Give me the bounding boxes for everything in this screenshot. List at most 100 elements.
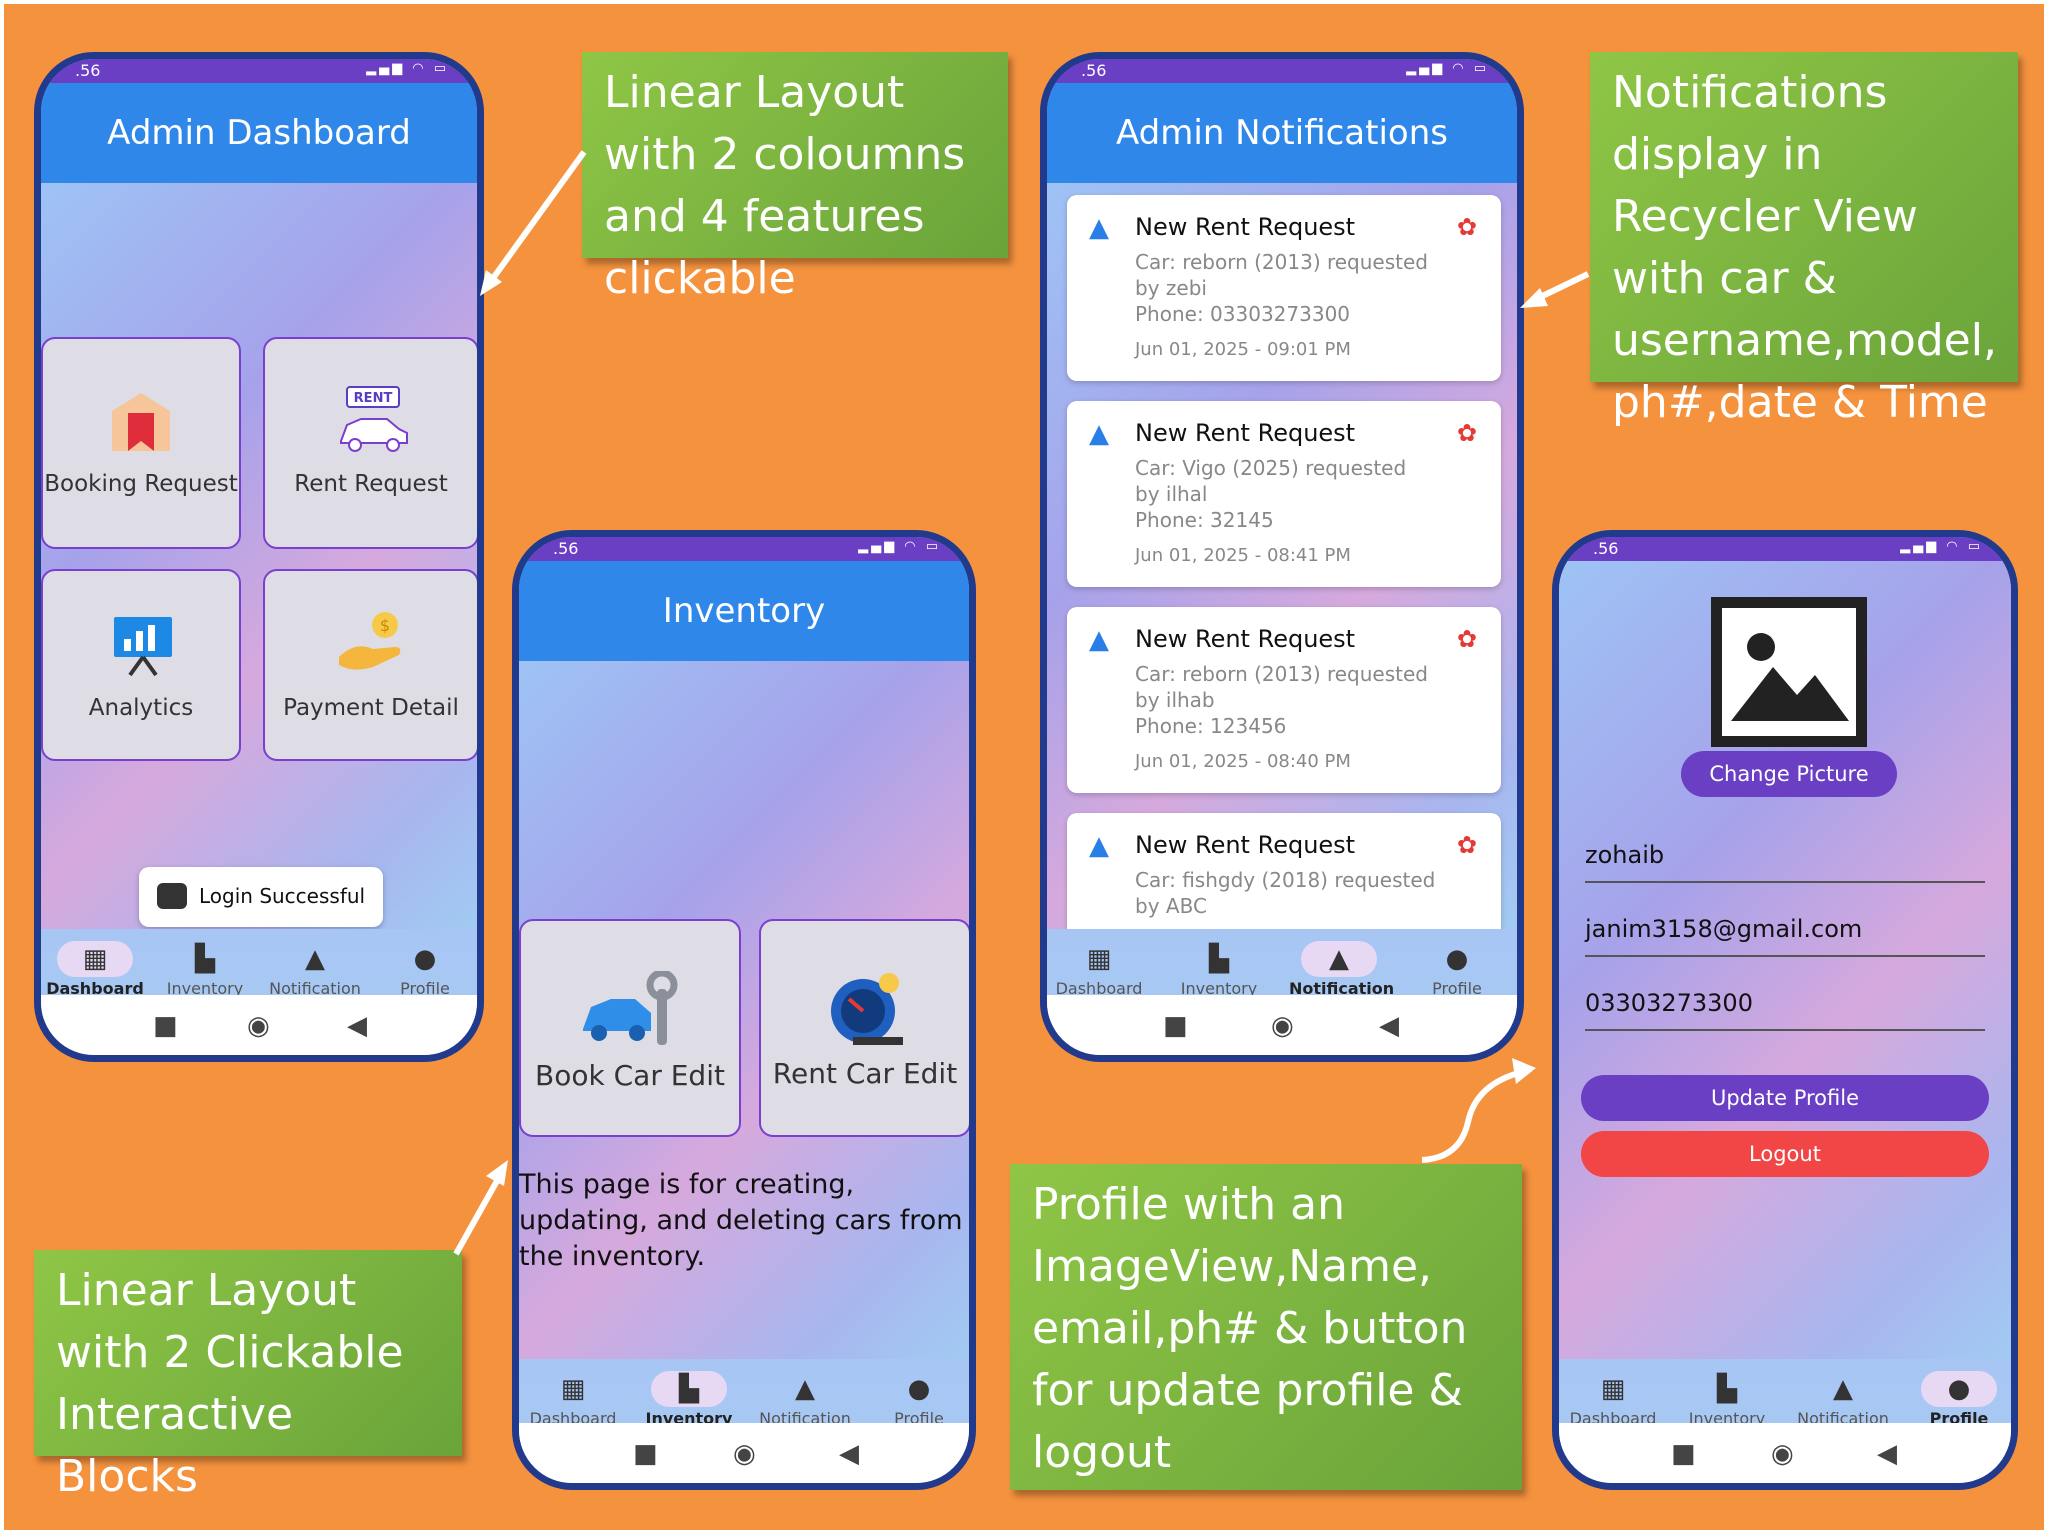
payment-icon: $	[339, 612, 401, 670]
home-button[interactable]: ◉	[733, 1439, 756, 1469]
back-button[interactable]: ◀	[1877, 1439, 1897, 1469]
nav-profile[interactable]: ●Profile	[869, 1371, 969, 1428]
tile-rent-car-edit[interactable]: Rent Car Edit	[759, 919, 969, 1137]
nav-profile[interactable]: ●Profile	[1909, 1371, 2009, 1428]
notification-car: Car: Vigo (2025) requested	[1135, 456, 1407, 480]
notification-date: Jun 01, 2025 - 09:01 PM	[1135, 339, 1351, 360]
rent-car-icon: RENT	[340, 386, 408, 452]
back-button[interactable]: ◀	[1379, 1011, 1399, 1041]
status-time: .56	[553, 539, 579, 558]
status-icons: ▂▄▆ ◠ ▭	[1900, 539, 1983, 554]
tile-booking-request[interactable]: Booking Request	[41, 337, 241, 549]
system-navigation: ■ ◉ ◀	[519, 1423, 969, 1483]
notification-card[interactable]: ▲ ✿ New Rent Request Car: Vigo (2025) re…	[1067, 401, 1501, 587]
nav-profile[interactable]: ●Profile	[1407, 941, 1507, 998]
recents-button[interactable]: ■	[1671, 1439, 1696, 1469]
notification-title: New Rent Request	[1135, 419, 1356, 447]
bookmark-icon	[112, 393, 170, 451]
phone-notifications: .56 ▂▄▆ ◠ ▭ Admin Notifications ▲ ✿ New …	[1040, 52, 1524, 1062]
status-time: .56	[75, 61, 101, 80]
notification-card[interactable]: ▲ ✿ New Rent Request Car: reborn (2013) …	[1067, 195, 1501, 381]
nav-inventory[interactable]: ▙Inventory	[155, 941, 255, 998]
bell-icon: ▲	[1301, 941, 1377, 977]
arrow-annotation-profile	[1421, 1058, 1536, 1163]
tile-payment-detail[interactable]: $ Payment Detail	[263, 569, 477, 761]
tile-label: Analytics	[88, 695, 194, 721]
recents-button[interactable]: ■	[1163, 1011, 1188, 1041]
home-button[interactable]: ◉	[247, 1011, 270, 1041]
nav-dashboard[interactable]: ▦Dashboard	[45, 941, 145, 998]
email-field[interactable]: janim3158@gmail.com	[1585, 909, 1985, 957]
svg-text:$: $	[380, 616, 390, 635]
notification-user: by ilhal	[1135, 482, 1208, 506]
gear-icon[interactable]: ✿	[1456, 213, 1477, 241]
home-button[interactable]: ◉	[1771, 1439, 1794, 1469]
recents-button[interactable]: ■	[153, 1011, 178, 1041]
content-background	[41, 183, 477, 929]
analytics-icon	[114, 617, 172, 677]
cart-icon: ▙	[651, 1371, 727, 1407]
nav-notification[interactable]: ▲Notification	[1289, 941, 1394, 998]
tile-label: Book Car Edit	[535, 1059, 725, 1092]
status-bar: .56 ▂▄▆ ◠ ▭	[519, 537, 969, 561]
profile-image-icon	[1711, 597, 1867, 747]
cart-icon: ▙	[1209, 944, 1229, 974]
system-navigation: ■ ◉ ◀	[1047, 995, 1517, 1055]
nav-notification[interactable]: ▲Notification	[1793, 1371, 1893, 1428]
nav-dashboard[interactable]: ▦Dashboard	[1049, 941, 1149, 998]
change-picture-button[interactable]: Change Picture	[1681, 751, 1897, 797]
name-field[interactable]: zohaib	[1585, 835, 1985, 883]
dashboard-icon: ▦	[1086, 944, 1112, 974]
tile-book-car-edit[interactable]: Book Car Edit	[519, 919, 741, 1137]
nav-dashboard[interactable]: ▦Dashboard	[1563, 1371, 1663, 1428]
recents-button[interactable]: ■	[633, 1439, 658, 1469]
bell-icon: ▲	[305, 944, 325, 974]
car-icon	[157, 883, 187, 909]
notification-car: Car: reborn (2013) requested	[1135, 662, 1428, 686]
notification-card[interactable]: ▲ ✿ New Rent Request Car: fishgdy (2018)…	[1067, 813, 1501, 929]
status-bar: .56 ▂▄▆ ◠ ▭	[1047, 59, 1517, 83]
gear-icon[interactable]: ✿	[1456, 419, 1477, 447]
back-button[interactable]: ◀	[839, 1439, 859, 1469]
phone-profile: .56 ▂▄▆ ◠ ▭ Change Picture zohaib janim3…	[1552, 530, 2018, 1490]
status-time: .56	[1081, 61, 1107, 80]
notification-title: New Rent Request	[1135, 213, 1356, 241]
back-button[interactable]: ◀	[347, 1011, 367, 1041]
bell-icon: ▲	[795, 1374, 815, 1404]
tile-rent-request[interactable]: RENT Rent Request	[263, 337, 477, 549]
nav-inventory[interactable]: ▙Inventory	[1169, 941, 1269, 998]
bell-icon: ▲	[1089, 831, 1109, 861]
home-button[interactable]: ◉	[1271, 1011, 1294, 1041]
bell-icon: ▲	[1089, 625, 1109, 655]
cart-icon: ▙	[1717, 1374, 1737, 1404]
nav-notification[interactable]: ▲Notification	[755, 1371, 855, 1428]
notification-phone: Phone: 32145	[1135, 508, 1274, 532]
gear-icon[interactable]: ✿	[1456, 831, 1477, 859]
nav-notification[interactable]: ▲Notification	[265, 941, 365, 998]
person-icon: ●	[1921, 1371, 1997, 1407]
notification-title: New Rent Request	[1135, 625, 1356, 653]
cart-icon: ▙	[195, 944, 215, 974]
phone-field[interactable]: 03303273300	[1585, 983, 1985, 1031]
annotation-notifications: Notifications display in Recycler View w…	[1590, 52, 2018, 428]
notification-details: Car: Vigo (2025) requested by ilhal Phon…	[1135, 455, 1455, 533]
page-title: Admin Notifications	[1047, 83, 1517, 183]
gear-icon[interactable]: ✿	[1456, 625, 1477, 653]
person-icon: ●	[413, 944, 437, 974]
tile-label: Booking Request	[44, 471, 238, 497]
nav-inventory[interactable]: ▙Inventory	[639, 1371, 739, 1428]
notification-user: by ilhab	[1135, 688, 1215, 712]
nav-dashboard[interactable]: ▦Dashboard	[523, 1371, 623, 1428]
notification-phone: Phone: 03303273300	[1135, 302, 1351, 326]
notification-card[interactable]: ▲ ✿ New Rent Request Car: reborn (2013) …	[1067, 607, 1501, 793]
nav-profile[interactable]: ●Profile	[375, 941, 475, 998]
logout-button[interactable]: Logout	[1581, 1131, 1989, 1177]
nav-inventory[interactable]: ▙Inventory	[1677, 1371, 1777, 1428]
dashboard-icon: ▦	[57, 941, 133, 977]
update-profile-button[interactable]: Update Profile	[1581, 1075, 1989, 1121]
car-wrench-icon	[583, 971, 678, 1045]
system-navigation: ■ ◉ ◀	[1559, 1423, 2011, 1483]
status-icons: ▂▄▆ ◠ ▭	[1406, 61, 1489, 76]
phone-inventory: .56 ▂▄▆ ◠ ▭ Inventory Book Car Edit	[512, 530, 976, 1490]
tile-analytics[interactable]: Analytics	[41, 569, 241, 761]
